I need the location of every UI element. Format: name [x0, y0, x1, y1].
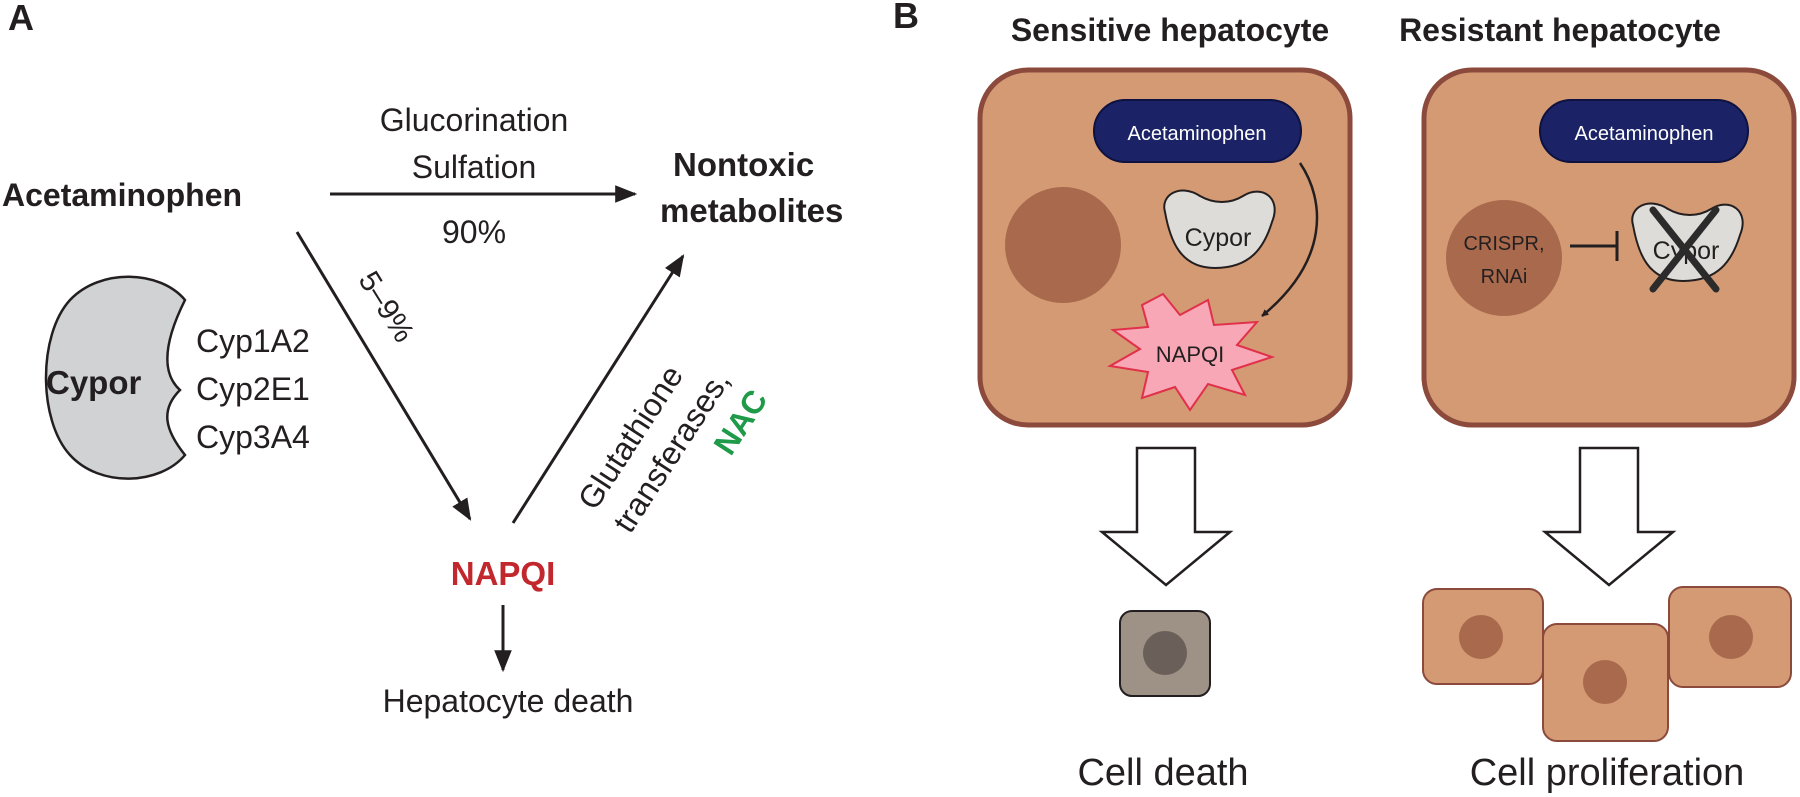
crispr-label: CRISPR,	[1463, 233, 1544, 255]
cypor-enzyme-shape	[44, 275, 187, 480]
sensitive-napqi-label: NAPQI	[1156, 342, 1224, 367]
arrow-to-napqi	[295, 231, 472, 521]
cell-death-label: Cell death	[1077, 752, 1248, 794]
hepatocyte-death-label: Hepatocyte death	[383, 683, 634, 719]
sensitive-nucleus	[1005, 187, 1121, 303]
resistant-outcome-arrow	[1541, 446, 1677, 587]
resistant-nucleus	[1446, 200, 1562, 316]
nontoxic-label: Nontoxic	[673, 146, 814, 183]
isoform-cyp3a4: Cyp3A4	[196, 419, 310, 455]
detox-label-group: Glutathione transferases, NAC	[571, 359, 775, 539]
resistant-acetaminophen-pill	[1539, 99, 1749, 163]
cell-proliferation-label: Cell proliferation	[1470, 752, 1745, 794]
panel-b-label: B	[893, 0, 919, 36]
diagonal-percent: 5–9%	[352, 266, 421, 349]
sensitive-outcome-arrow	[1098, 446, 1234, 587]
glucuronidation-label: Glucorination	[380, 102, 569, 138]
napqi-burst	[1107, 292, 1276, 412]
sulfation-label: Sulfation	[412, 149, 537, 185]
sensitive-cypor-shape	[1163, 189, 1276, 270]
arrow-detox	[511, 254, 685, 524]
acetaminophen-source-label: Acetaminophen	[2, 177, 242, 213]
sensitive-metabolism-arrow	[1261, 162, 1319, 317]
resistant-acetaminophen-label: Acetaminophen	[1575, 123, 1714, 145]
sensitive-cypor-label: Cypor	[1185, 224, 1252, 252]
knockout-x-stroke-2	[1649, 206, 1720, 293]
rnai-label: RNAi	[1481, 266, 1528, 288]
napqi-label: NAPQI	[451, 555, 556, 592]
sensitive-acetaminophen-pill	[1093, 99, 1302, 163]
isoform-cyp2e1: Cyp2E1	[196, 371, 310, 407]
proliferating-cell-1-nucleus	[1459, 615, 1503, 659]
metabolites-label: metabolites	[660, 192, 843, 229]
resistant-title: Resistant hepatocyte	[1399, 12, 1721, 48]
cypor-enzyme-label: Cypor	[46, 364, 142, 401]
dead-cell-nucleus	[1143, 631, 1187, 675]
sensitive-acetaminophen-label: Acetaminophen	[1128, 123, 1267, 145]
proliferating-cell-3-nucleus	[1709, 615, 1753, 659]
proliferating-cell-2-nucleus	[1583, 660, 1627, 704]
isoform-cyp1a2: Cyp1A2	[196, 323, 310, 359]
panel-a-label: A	[8, 0, 34, 38]
sensitive-title: Sensitive hepatocyte	[1011, 12, 1329, 48]
top-pathway-percent: 90%	[442, 214, 506, 250]
